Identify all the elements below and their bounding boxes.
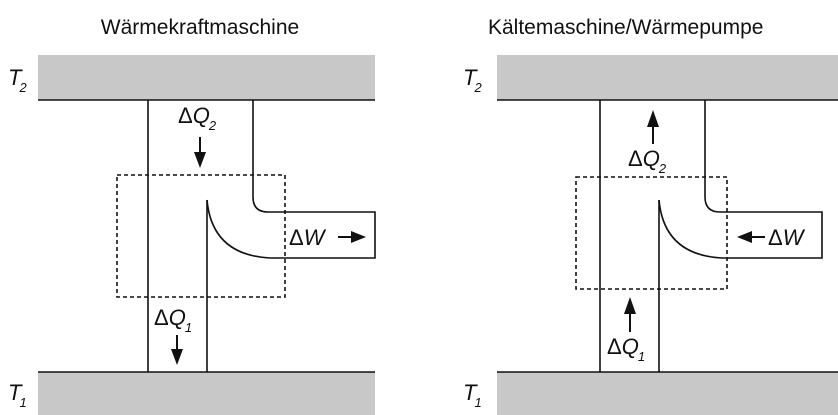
q-cold-arrow-head — [624, 297, 636, 314]
cold-reservoir — [497, 372, 838, 415]
q-cold-arrow-head — [171, 349, 183, 365]
heat-pump-panel: Kältemaschine/Wärmepumpe T2 T1 ΔQ2 ΔQ1 — [463, 16, 838, 415]
heat-engine-panel: Wärmekraftmaschine T2 T1 ΔQ2 ΔQ1 — [8, 16, 376, 415]
work-arrow-head — [737, 231, 752, 243]
q-hot-label: ΔQ2 — [178, 103, 217, 133]
system-boundary — [575, 176, 728, 290]
cold-temperature-label: T1 — [8, 380, 27, 410]
q-hot-arrow-head — [194, 152, 206, 168]
q-cold-label: ΔQ1 — [154, 305, 192, 335]
heat-engine-title: Wärmekraftmaschine — [101, 16, 299, 39]
hot-reservoir — [38, 55, 375, 100]
cold-reservoir — [38, 372, 375, 415]
q-cold-label: ΔQ1 — [607, 334, 645, 364]
work-label: ΔW — [768, 225, 806, 250]
hot-reservoir — [497, 55, 838, 100]
cold-temperature-label: T1 — [463, 380, 482, 410]
system-boundary — [116, 174, 286, 298]
work-label: ΔW — [289, 225, 327, 250]
q-hot-arrow-head — [647, 110, 659, 127]
work-arrow-head — [351, 231, 366, 243]
q-hot-label: ΔQ2 — [628, 146, 667, 176]
work-branch-outline — [658, 100, 823, 259]
work-branch-outline — [206, 100, 376, 259]
hot-temperature-label: T2 — [463, 65, 482, 95]
heat-pump-title: Kältemaschine/Wärmepumpe — [488, 16, 763, 39]
hot-temperature-label: T2 — [8, 65, 27, 95]
